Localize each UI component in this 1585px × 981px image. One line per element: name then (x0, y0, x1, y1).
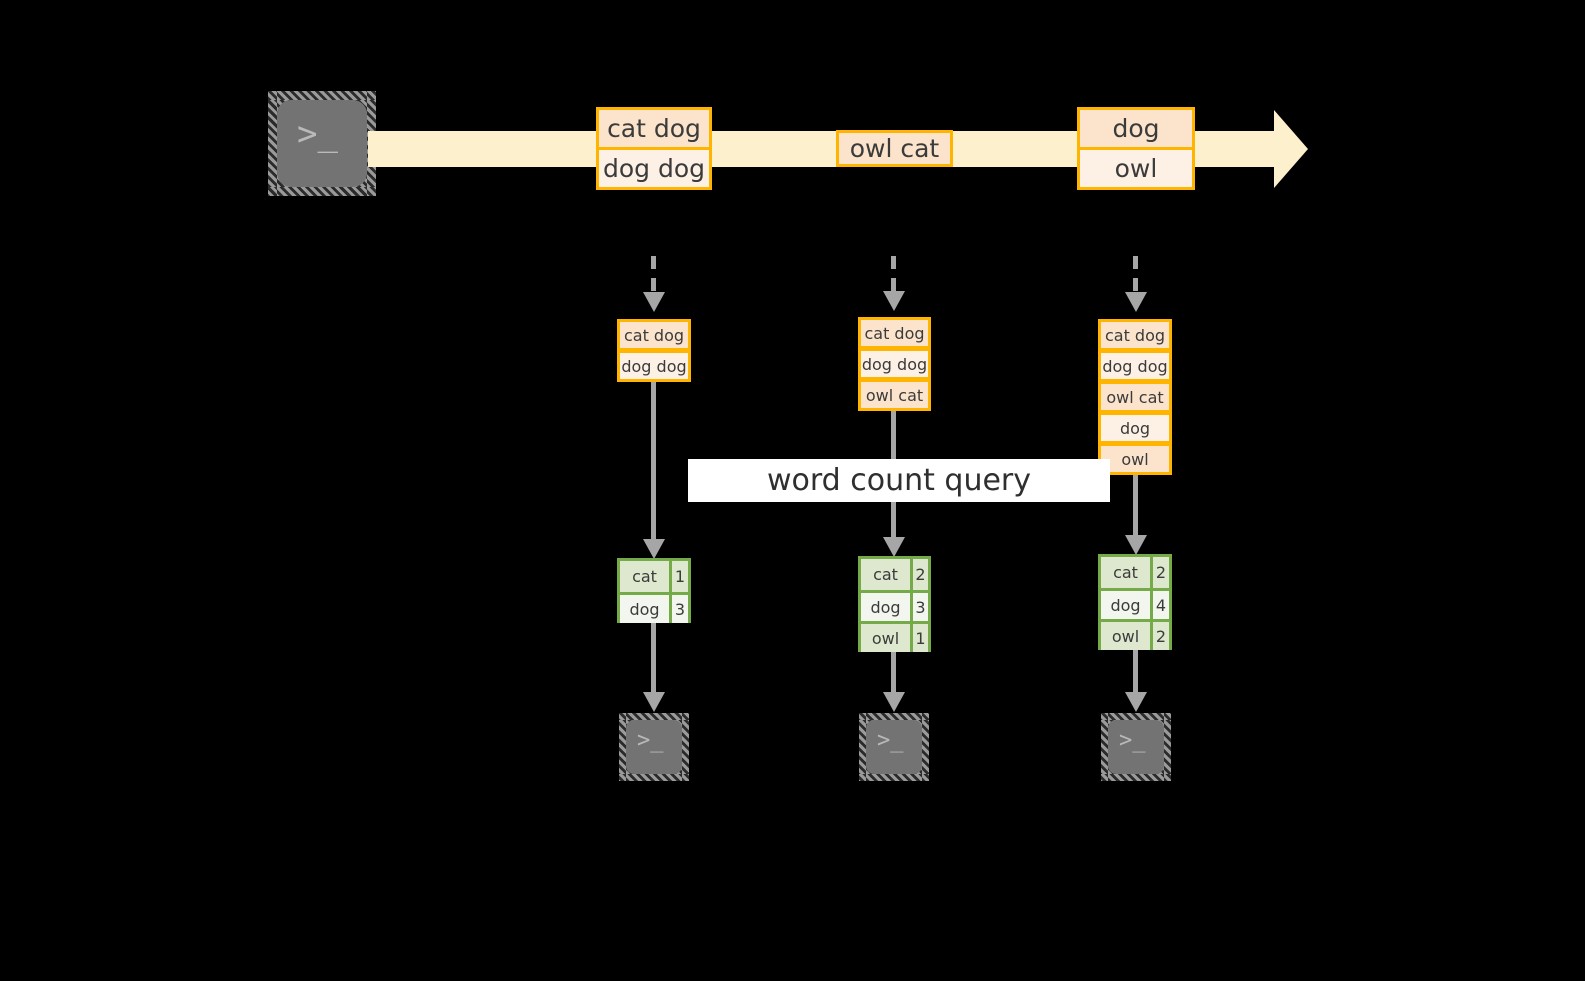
snapshot-3-query-arrowhead-icon (1125, 535, 1147, 555)
table-row: dog 4 (1101, 588, 1169, 619)
result-count: 2 (913, 559, 928, 590)
result-count: 2 (1153, 557, 1169, 588)
terminal-screen: >_ (277, 100, 367, 187)
result-count: 4 (1153, 591, 1169, 619)
snapshot-2-sink-terminal-icon: >_ (859, 713, 929, 781)
result-word: dog (620, 595, 672, 623)
result-word: cat (861, 559, 913, 590)
terminal-screen: >_ (866, 720, 922, 774)
stream-record-2a: owl cat (836, 130, 953, 167)
terminal-screen: >_ (1108, 720, 1164, 774)
stream-arrow-head-icon (1274, 110, 1308, 188)
table-row: cat 2 (1101, 557, 1169, 588)
source-terminal-icon: >_ (268, 91, 376, 196)
snapshot-3-dashed-connector (1133, 256, 1138, 294)
snapshot-1-query-arrowhead-icon (643, 539, 665, 559)
snapshot-1-dashed-arrowhead-icon (643, 292, 665, 312)
terminal-screen: >_ (626, 720, 682, 774)
snapshot-1-result-table: cat 1 dog 3 (617, 558, 691, 623)
table-row: owl 1 (861, 621, 928, 652)
result-word: owl (861, 624, 913, 652)
snapshot-2-dashed-connector (891, 256, 896, 293)
terminal-prompt-glyph: >_ (1119, 728, 1146, 753)
result-count: 3 (672, 595, 688, 623)
query-label: word count query (688, 459, 1110, 502)
snapshot-1-input-row-1: dog dog (617, 350, 691, 382)
result-count: 1 (672, 561, 688, 592)
table-row: dog 3 (861, 590, 928, 621)
terminal-prompt-glyph: >_ (877, 728, 904, 753)
stream-record-3a: dog (1077, 107, 1195, 150)
result-word: cat (1101, 557, 1153, 588)
snapshot-3-input-row-0: cat dog (1098, 319, 1172, 351)
snapshot-2-input-row-1: dog dog (858, 348, 931, 380)
result-word: dog (1101, 591, 1153, 619)
result-count: 2 (1153, 622, 1169, 650)
snapshot-2-sink-arrowhead-icon (883, 692, 905, 712)
snapshot-1-input-row-0: cat dog (617, 319, 691, 351)
snapshot-1-sink-terminal-icon: >_ (619, 713, 689, 781)
terminal-prompt-glyph: >_ (297, 114, 338, 154)
snapshot-2-query-arrowhead-icon (883, 537, 905, 557)
snapshot-1-sink-connector (651, 623, 656, 695)
stream-record-1a: cat dog (596, 107, 712, 150)
result-word: dog (861, 593, 913, 621)
snapshot-1-dashed-connector (651, 256, 656, 294)
result-word: owl (1101, 622, 1153, 650)
terminal-prompt-glyph: >_ (637, 728, 664, 753)
result-count: 1 (913, 624, 928, 652)
snapshot-3-input-row-2: owl cat (1098, 381, 1172, 413)
snapshot-1-query-connector (651, 382, 656, 542)
snapshot-3-input-row-4: owl (1098, 443, 1172, 475)
snapshot-1-sink-arrowhead-icon (643, 692, 665, 712)
stream-record-3b: owl (1077, 147, 1195, 190)
table-row: cat 2 (861, 559, 928, 590)
snapshot-3-result-table: cat 2 dog 4 owl 2 (1098, 554, 1172, 650)
snapshot-3-input-row-3: dog (1098, 412, 1172, 444)
result-word: cat (620, 561, 672, 592)
result-count: 3 (913, 593, 928, 621)
stream-record-1b: dog dog (596, 147, 712, 190)
snapshot-2-input-row-2: owl cat (858, 379, 931, 411)
snapshot-2-dashed-arrowhead-icon (883, 291, 905, 311)
table-row: dog 3 (620, 592, 688, 623)
snapshot-2-input-row-0: cat dog (858, 317, 931, 349)
snapshot-3-query-connector (1133, 475, 1138, 538)
snapshot-2-sink-connector (891, 652, 896, 695)
snapshot-3-dashed-arrowhead-icon (1125, 292, 1147, 312)
snapshot-3-sink-arrowhead-icon (1125, 692, 1147, 712)
table-row: cat 1 (620, 561, 688, 592)
snapshot-2-result-table: cat 2 dog 3 owl 1 (858, 556, 931, 652)
snapshot-3-input-row-1: dog dog (1098, 350, 1172, 382)
snapshot-3-sink-connector (1133, 650, 1138, 695)
snapshot-3-sink-terminal-icon: >_ (1101, 713, 1171, 781)
table-row: owl 2 (1101, 619, 1169, 650)
